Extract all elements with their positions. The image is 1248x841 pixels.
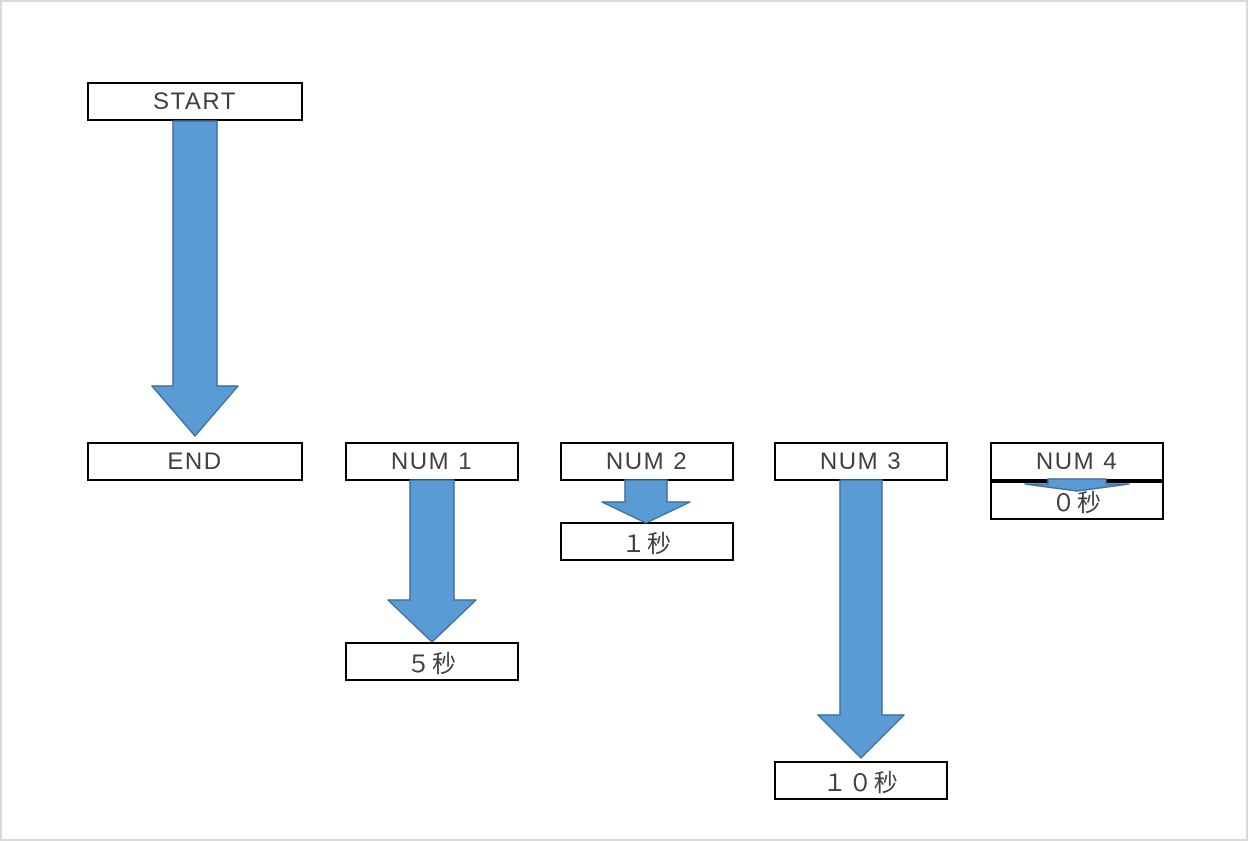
node-end: END xyxy=(87,442,303,481)
down-arrow-num1-to-5s xyxy=(387,479,477,643)
node-num2-duration: １秒 xyxy=(560,522,734,561)
node-num3: NUM 3 xyxy=(774,442,948,481)
node-num4: NUM 4 xyxy=(990,442,1164,481)
node-num4-duration: ０秒 xyxy=(990,481,1164,520)
node-num3-duration: １０秒 xyxy=(774,761,948,800)
down-arrow-num3-to-10s xyxy=(817,479,905,759)
down-arrow-num2-to-1s xyxy=(601,479,691,524)
node-num1-duration: ５秒 xyxy=(345,642,519,681)
node-num1: NUM 1 xyxy=(345,442,519,481)
node-start: START xyxy=(87,82,303,121)
node-num2: NUM 2 xyxy=(560,442,734,481)
down-arrow-start-to-end xyxy=(151,120,239,437)
